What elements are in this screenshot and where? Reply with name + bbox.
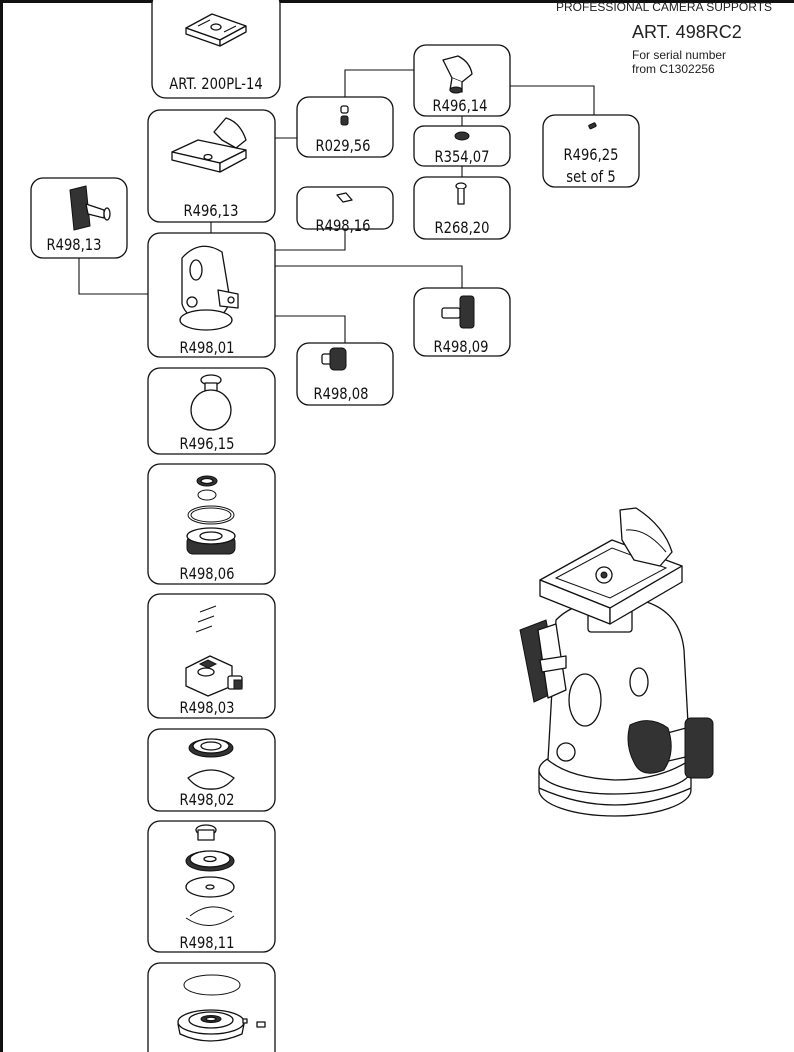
clamp-body-icon [171, 117, 247, 173]
label-r498-11: R498,11 [179, 934, 234, 953]
part-box-r496-13[interactable]: R496,13 [147, 109, 276, 223]
part-box-r498-11[interactable]: R498,11 [147, 820, 276, 953]
ball-icon [190, 374, 232, 431]
connector-lines [78, 69, 595, 343]
serial-note: For serial number from C1302256 [632, 48, 726, 76]
screw-icon [455, 182, 467, 205]
head-body-icon [179, 245, 239, 331]
serial-note-line-1: For serial number [632, 48, 727, 62]
connector-r498-13-r498-01 [78, 258, 148, 295]
label-art200pl14: ART. 200PL-14 [169, 75, 262, 94]
pins-and-clamp-icon [185, 605, 243, 697]
part-box-r029-56[interactable]: R029,56 [296, 96, 394, 158]
part-box-r498-16[interactable]: R498,16 [296, 186, 394, 236]
part-box-r498-08[interactable]: R498,08 [296, 342, 394, 406]
part-box-r498-02[interactable]: R498,02 [147, 728, 276, 812]
connector-r498-16-r498-01 [275, 229, 346, 251]
part-box-r498-06[interactable]: R498,06 [147, 463, 276, 585]
label-r498-09: R498,09 [433, 338, 488, 357]
label-r496-25-note: set of 5 [566, 168, 615, 187]
quick-plate-icon [185, 13, 247, 47]
label-r496-13: R496,13 [183, 202, 238, 221]
nut-icon [454, 131, 470, 141]
label-r498-08: R498,08 [313, 385, 368, 404]
page-border-left [0, 0, 3, 1052]
article-number: ART. 498RC2 [632, 22, 742, 42]
connector-r498-01-r498-08 [275, 315, 346, 343]
spring-plate-icon [336, 192, 353, 203]
grub-screw-icon [588, 122, 597, 130]
label-r498-13: R498,13 [46, 236, 101, 255]
knob-icon [69, 185, 111, 231]
brand-heading: PROFESSIONAL CAMERA SUPPORTS [556, 0, 773, 14]
serial-note-line-2: from C1302256 [632, 62, 715, 76]
lever-icon [442, 55, 473, 94]
base-ring-icon [187, 738, 235, 790]
connector-r498-01-r498-09 [275, 265, 463, 288]
pin-icon [340, 105, 349, 126]
connector-r496-14-r496-25 [510, 85, 595, 115]
knob-small-icon [321, 347, 347, 371]
part-box-r496-25[interactable]: R496,25 set of 5 [542, 114, 640, 188]
label-r498-03: R498,03 [179, 699, 234, 718]
part-box-r498-01[interactable]: R498,01 [147, 232, 276, 358]
label-r268-20: R268,20 [434, 219, 489, 238]
label-r498-06: R498,06 [179, 565, 234, 584]
part-box-r268-20[interactable]: R268,20 [413, 176, 511, 240]
label-r498-01: R498,01 [179, 339, 234, 358]
assembled-ball-head-illustration [519, 507, 714, 817]
label-r496-25: R496,25 [563, 146, 618, 165]
part-box-art200pl14[interactable]: ART. 200PL-14 [151, 0, 281, 99]
part-box-r496-14[interactable]: R496,14 [413, 44, 511, 117]
spindle-set-icon [185, 824, 235, 926]
part-box-r498-09[interactable]: R498,09 [413, 287, 511, 357]
label-r496-15: R496,15 [179, 435, 234, 454]
part-box-r496-15[interactable]: R496,15 [147, 367, 276, 455]
base-disc-icon [177, 974, 266, 1042]
knob-large-icon [441, 295, 475, 329]
friction-ring-set-icon [186, 475, 236, 555]
label-r354-07: R354,07 [434, 148, 489, 167]
label-r496-14: R496,14 [432, 97, 487, 116]
connector-r029-r496-14 [344, 69, 414, 97]
part-box-r498-03[interactable]: R498,03 [147, 593, 276, 719]
part-box-r498-13[interactable]: R498,13 [30, 177, 128, 259]
label-r498-16: R498,16 [315, 217, 370, 236]
part-box-r354-07[interactable]: R354,07 [413, 125, 511, 167]
label-r029-56: R029,56 [315, 137, 370, 156]
page-border-top [0, 0, 794, 3]
part-box-base[interactable] [147, 962, 276, 1052]
label-r498-02: R498,02 [179, 791, 234, 810]
